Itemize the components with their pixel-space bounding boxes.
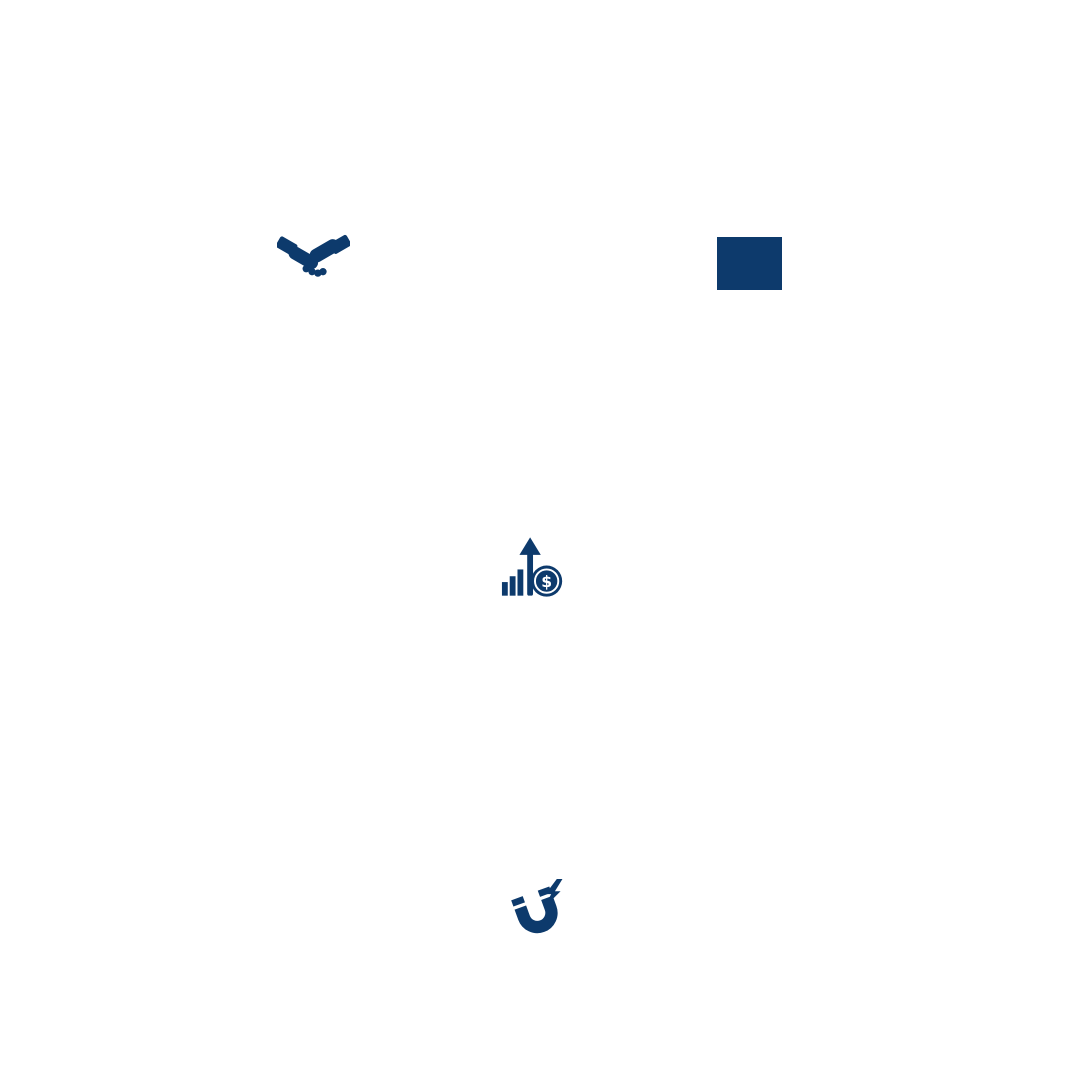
money-growth-icon: $	[500, 534, 568, 601]
arrow-stem	[527, 550, 534, 596]
handshake-icon	[277, 233, 350, 287]
bar-medium	[509, 576, 516, 596]
magnet-icon	[504, 877, 570, 947]
lightning-bolt	[544, 879, 563, 908]
bar-large	[517, 569, 524, 596]
arrow-head	[519, 537, 541, 555]
coin-ring	[534, 568, 560, 594]
bar-small	[501, 582, 508, 596]
magnet-body	[511, 886, 558, 934]
solid-rectangle-shape	[717, 237, 782, 290]
right-pole-gap	[538, 892, 554, 901]
dollar-sign: $	[541, 573, 552, 591]
left-pole-gap	[512, 901, 528, 911]
